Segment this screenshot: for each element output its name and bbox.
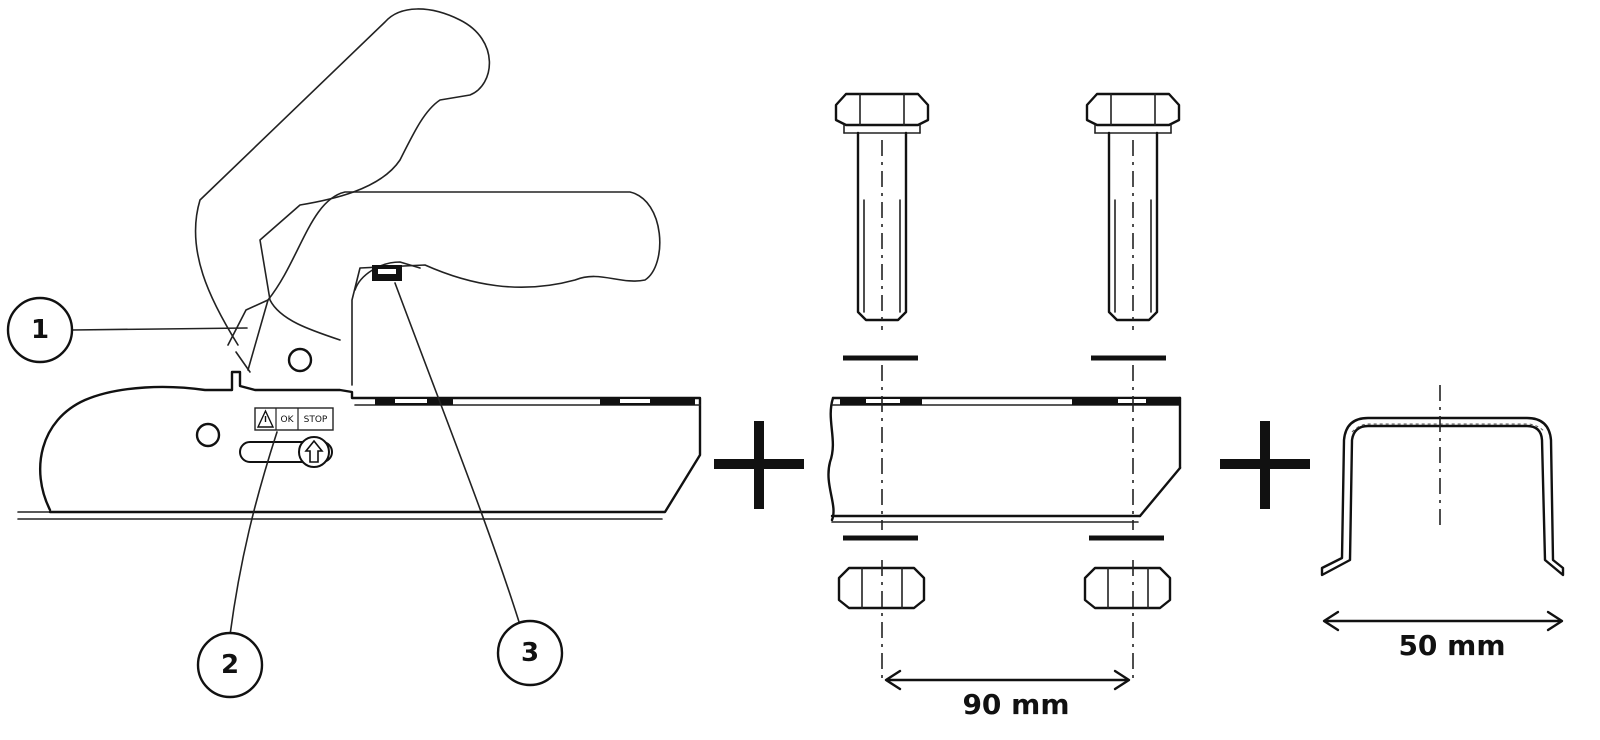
plus-sign-1 xyxy=(714,421,804,509)
bolt-spacing-dimension: 90 mm xyxy=(884,669,1131,721)
svg-text:3: 3 xyxy=(521,638,539,668)
coupling-head: OK STOP xyxy=(17,8,702,636)
sticker-ok-label: OK xyxy=(281,415,295,425)
safety-indicator-sticker: OK STOP xyxy=(254,407,334,431)
u-profile-section xyxy=(1320,385,1565,577)
bolt-spacing-label: 90 mm xyxy=(962,688,1069,721)
plus-sign-2 xyxy=(1220,421,1310,509)
svg-text:2: 2 xyxy=(221,650,239,680)
bolt-right xyxy=(1085,92,1181,330)
up-arrow-icon xyxy=(304,439,324,463)
drawbar-section xyxy=(827,365,1182,530)
profile-width-dimension: 50 mm xyxy=(1322,610,1564,662)
warning-triangle-icon xyxy=(256,409,275,428)
nut-left xyxy=(837,566,926,610)
callout-2: 2 xyxy=(196,631,264,699)
profile-width-label: 50 mm xyxy=(1398,629,1505,662)
callout-1: 1 xyxy=(6,296,74,364)
bolt-left xyxy=(834,92,930,330)
nut-right xyxy=(1083,566,1172,610)
callout-3: 3 xyxy=(496,619,564,687)
svg-text:1: 1 xyxy=(31,315,49,345)
sticker-stop-label: STOP xyxy=(304,415,328,425)
